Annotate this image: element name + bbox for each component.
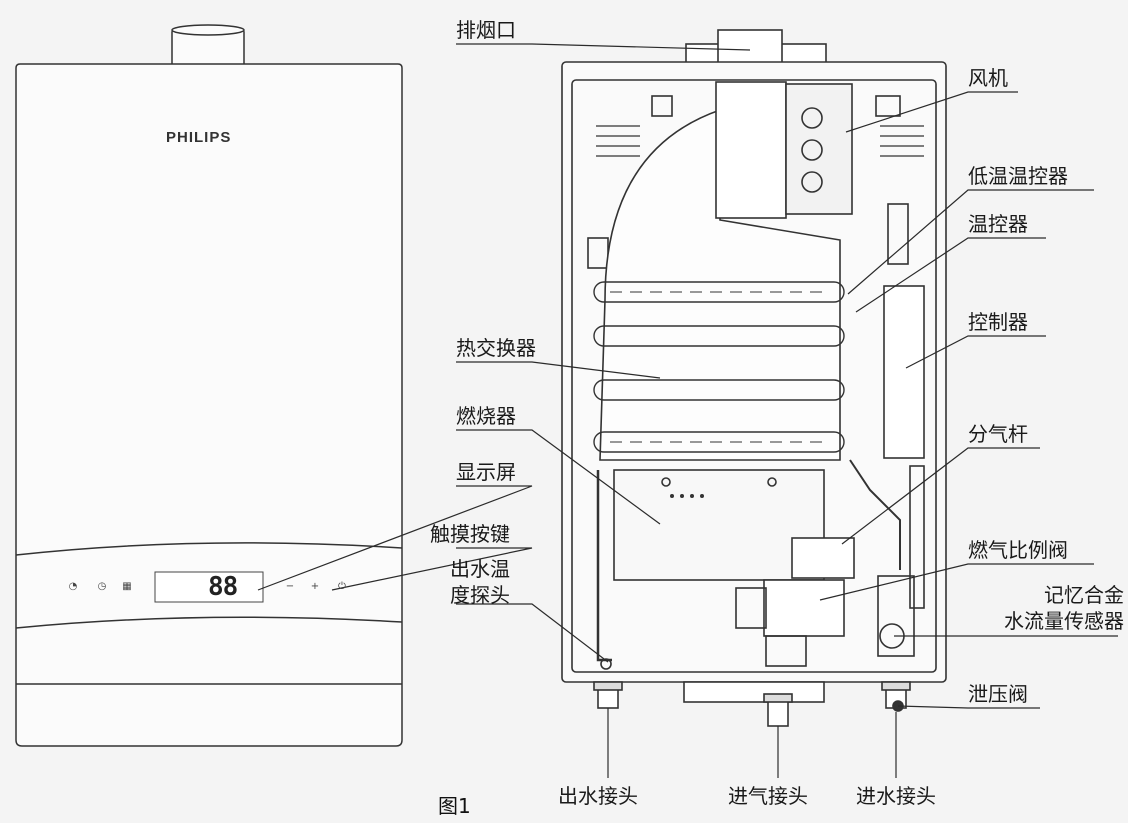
label-memory-alloy-sensor: 记忆合金水流量传感器 <box>1004 583 1124 633</box>
label-outlet-temp-probe: 出水温度探头 <box>450 557 510 607</box>
settings-icon: ▦ <box>122 581 132 592</box>
minus-icon: − <box>285 581 295 592</box>
power-icon: ⏻ <box>338 581 346 592</box>
timer-icon: ◷ <box>97 581 107 592</box>
label-burner: 燃烧器 <box>456 404 516 428</box>
label-display-screen: 显示屏 <box>456 460 516 484</box>
label-exhaust: 排烟口 <box>456 18 516 42</box>
label-touch-buttons: 触摸按键 <box>430 522 510 546</box>
brand-logo-text: PHILIPS <box>166 129 232 146</box>
label-gas-proportional-valve: 燃气比例阀 <box>968 538 1068 562</box>
label-gas-manifold: 分气杆 <box>968 422 1028 446</box>
label-relief-valve: 泄压阀 <box>968 682 1028 706</box>
exterior-unit <box>15 24 403 747</box>
label-fan: 风机 <box>968 66 1008 90</box>
label-thermostat: 温控器 <box>968 212 1028 236</box>
label-gas-inlet: 进气接头 <box>728 784 808 808</box>
leader-lines <box>257 43 1118 778</box>
label-low-temp-thermostat: 低温温控器 <box>968 164 1068 188</box>
label-heat-exchanger: 热交换器 <box>456 336 536 360</box>
label-controller: 控制器 <box>968 310 1028 334</box>
label-water-outlet: 出水接头 <box>558 784 638 808</box>
interior-unit <box>561 29 947 727</box>
figure-caption: 图1 <box>438 794 471 818</box>
plus-icon: + <box>310 581 320 592</box>
display-digits: 88 <box>208 572 238 602</box>
label-water-inlet: 进水接头 <box>856 784 936 808</box>
mode-icon: ◔ <box>68 581 78 592</box>
